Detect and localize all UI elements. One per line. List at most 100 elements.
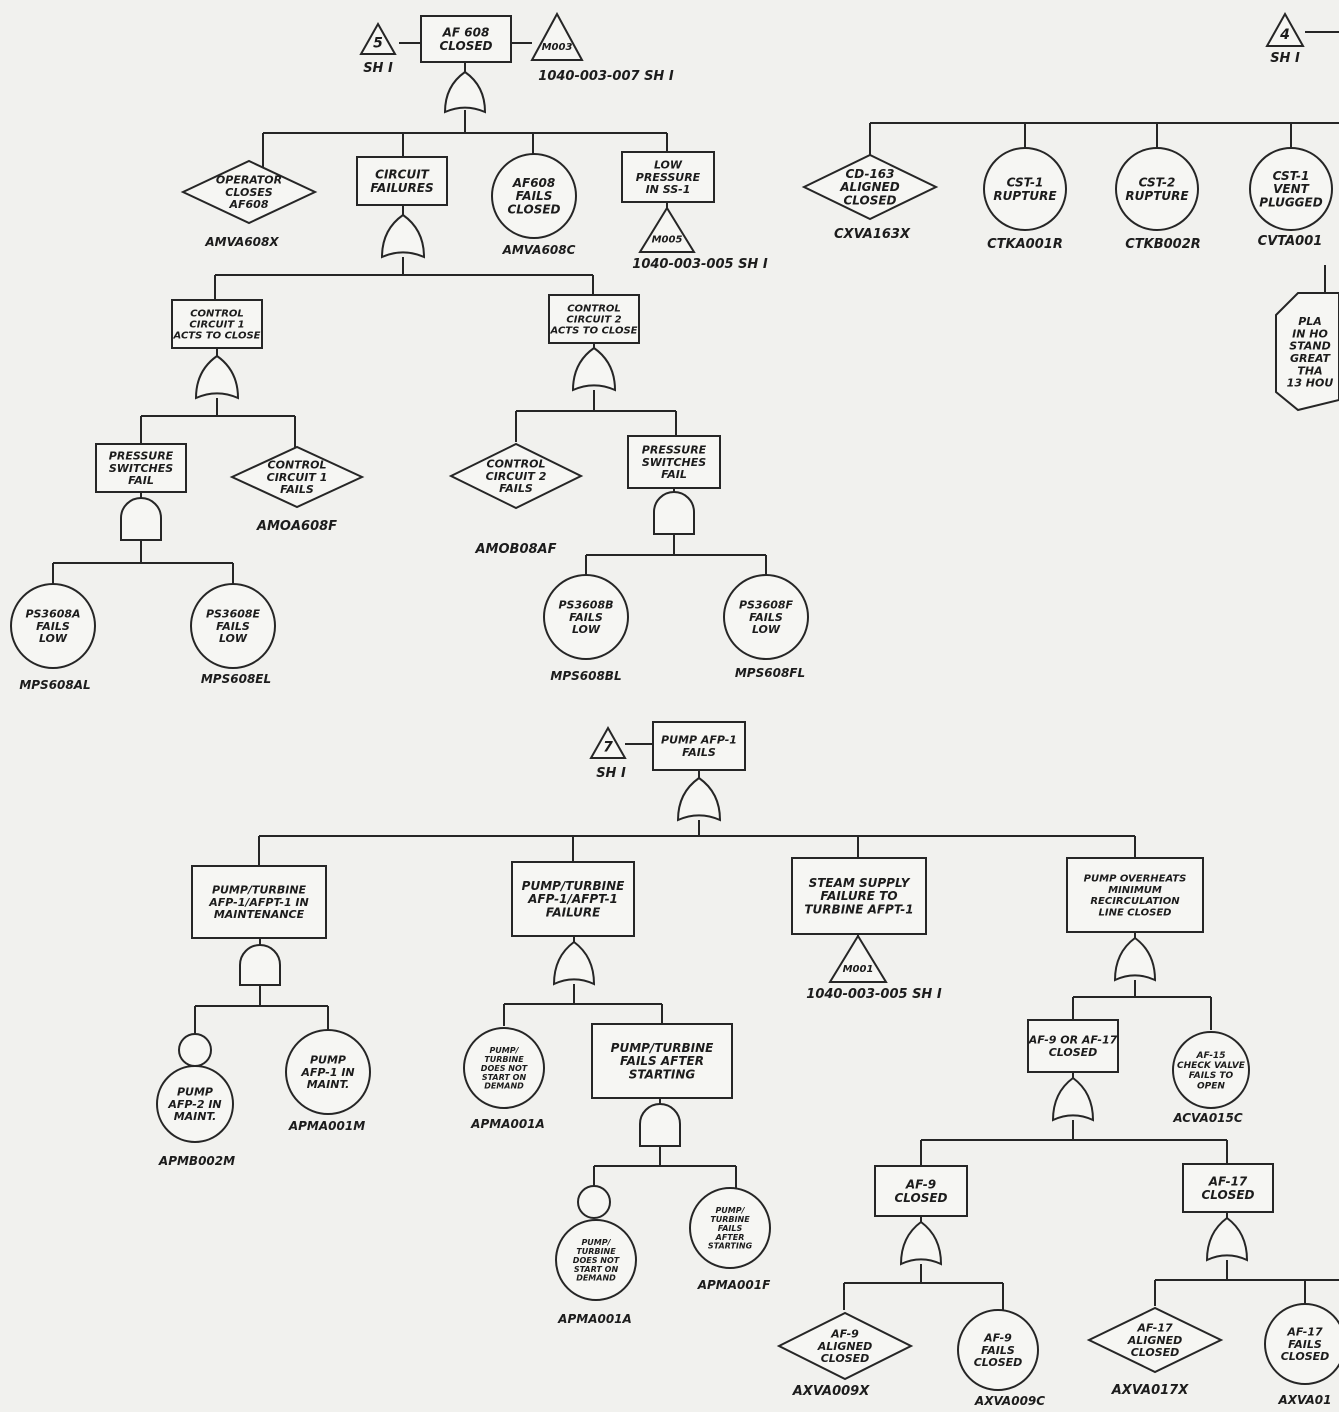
or-gate (676, 776, 722, 822)
event-pump-turbine-does-not-start-line: START ON (482, 1073, 527, 1082)
event-af9-fails-closed-line: FAILS (981, 1344, 1015, 1357)
event-pump-turbine-does-not-start-line: PUMP/ (581, 1238, 611, 1247)
event-code-label: APMA001M (288, 1119, 365, 1133)
event-circuit-failures (356, 156, 448, 206)
event-low-pressure-ss1-line: IN SS-1 (646, 183, 691, 196)
transfer-out-triangle (828, 934, 888, 983)
event-pump-afp1-in-maint-line: MAINT. (307, 1078, 350, 1091)
transfer-in-triangle-label: 7 (603, 739, 613, 755)
transfer-in-triangle (359, 21, 397, 55)
event-control-circuit-2-fails-line: FAILS (499, 482, 533, 495)
event-af17-aligned-closed-line: ALIGNED (1127, 1334, 1183, 1347)
event-pump-turbine-fails-after-starting-basic-line: PUMP/ (715, 1206, 745, 1215)
or-gate (552, 940, 596, 986)
or-gate (571, 346, 617, 392)
event-ps3608f-fails-low-line: FAILS (749, 611, 783, 624)
top-event-af608-closed-line: AF 608 (442, 25, 490, 39)
event-ps3608a-fails-low (10, 583, 96, 669)
event-cd163-aligned-closed-line: ALIGNED (839, 180, 899, 194)
event-code-label: AMVA608X (204, 235, 279, 249)
event-code-label: ACVA015C (1172, 1111, 1243, 1125)
event-ps3608f-fails-low-line: LOW (752, 623, 781, 636)
event-ps3608a-fails-low-line: PS3608A (25, 608, 80, 621)
event-plant-in-hot-standby-line: IN HO (1292, 327, 1328, 340)
event-code-label: AXVA017X (1111, 1383, 1189, 1398)
event-ps3608b-fails-low-line: LOW (572, 623, 601, 636)
event-ps3608b-fails-low-line: FAILS (569, 611, 603, 624)
transfer-reference-label: 1040-003-005 SH I (806, 987, 942, 1002)
event-plant-in-hot-standby-line: STAND (1289, 340, 1330, 353)
transfer-sheet-label: SH I (1270, 51, 1300, 66)
event-cst1-vent-plugged-line: PLUGGED (1259, 196, 1322, 210)
event-pump-afp1-in-maint (285, 1029, 371, 1115)
event-af17-aligned-closed (1086, 1306, 1224, 1374)
top-event-af608-closed (420, 15, 512, 63)
event-code-label: MPS608FL (735, 666, 805, 680)
and-gate (120, 497, 162, 541)
event-cst2-rupture-line: RUPTURE (1125, 189, 1189, 203)
event-pump-turbine-does-not-start-line: DEMAND (484, 1082, 524, 1091)
event-control-circuit-1-fails-line: CIRCUIT 1 (267, 471, 328, 484)
event-af9-aligned-closed-line: AF-9 (830, 1328, 859, 1341)
event-code-label: MPS608EL (201, 672, 271, 686)
or-gate (1205, 1216, 1249, 1262)
event-pump-turbine-fails-after-starting-basic-line: TURBINE (710, 1215, 750, 1224)
event-pump-afp2-in-maint-line: AFP-2 IN (167, 1098, 221, 1111)
event-low-pressure-ss1-line: LOW (654, 159, 683, 172)
event-code-label: AXVA01 (1278, 1393, 1332, 1407)
transfer-sheet-label: SH I (363, 61, 393, 76)
house-event-circle (178, 1033, 212, 1067)
event-pump-turbine-does-not-start-line: TURBINE (576, 1247, 616, 1256)
event-code-label: APMA001A (557, 1312, 632, 1326)
or-gate (443, 70, 487, 114)
event-af17-closed-line: CLOSED (1201, 1188, 1254, 1202)
top-event-pump-afp1-fails (652, 721, 746, 771)
event-ps3608f-fails-low (723, 574, 809, 660)
event-af9-or-af17-closed-line: AF-9 OR AF-17 (1028, 1034, 1118, 1047)
event-control-circuit-1-fails (229, 445, 365, 509)
event-pressure-switches-fail-line: PRESSURE (642, 444, 707, 457)
event-code-label: MPS608AL (19, 678, 90, 692)
event-af15-check-valve-fails-line: FAILS TO (1189, 1071, 1234, 1081)
event-pump-turbine-does-not-start (555, 1219, 637, 1301)
event-control-circuit-1-line: CONTROL (190, 308, 244, 319)
event-af15-check-valve-fails-line: AF-15 (1196, 1051, 1226, 1061)
event-pump-turbine-failure-line: FAILURE (546, 906, 601, 920)
event-af608-fails-closed-line: FAILS (516, 189, 553, 203)
event-af608-fails-closed-line: CLOSED (507, 203, 560, 217)
event-code-label: CXVA163X (834, 227, 911, 242)
event-ps3608a-fails-low-line: LOW (39, 632, 68, 645)
event-af17-aligned-closed-line: AF-17 (1136, 1322, 1173, 1335)
event-pump-overheats-min-recirc-line: MINIMUM (1108, 885, 1162, 896)
event-pump-turbine-fails-after-starting-basic-line: AFTER (715, 1233, 745, 1242)
event-cst1-vent-plugged-line: VENT (1273, 182, 1310, 196)
event-af9-or-af17-closed-line: CLOSED (1049, 1046, 1098, 1059)
transfer-in-triangle (1265, 11, 1305, 47)
event-pump-turbine-fails-after-starting-line: PUMP/TURBINE (611, 1041, 714, 1055)
event-pump-turbine-in-maintenance (191, 865, 327, 939)
event-cst1-rupture (983, 147, 1067, 231)
transfer-out-triangle-label: M003 (542, 42, 573, 53)
event-pump-turbine-in-maintenance-line: AFP-1/AFPT-1 IN (208, 896, 308, 909)
event-control-circuit-2-fails-line: CONTROL (487, 458, 546, 471)
event-cd163-aligned-closed (801, 153, 939, 221)
event-pump-afp2-in-maint (156, 1065, 234, 1143)
event-pump-turbine-in-maintenance-line: PUMP/TURBINE (212, 884, 307, 897)
event-af9-aligned-closed-line: CLOSED (821, 1352, 870, 1365)
transfer-out-triangle-label: M005 (652, 234, 683, 245)
event-operator-closes-af608-line: AF608 (229, 198, 269, 211)
event-pump-turbine-fails-after-starting-basic (689, 1187, 771, 1269)
event-pump-turbine-does-not-start-line: DEMAND (576, 1274, 616, 1283)
event-af17-closed (1182, 1163, 1274, 1213)
event-circuit-failures-line: CIRCUIT (375, 167, 430, 181)
event-code-label: AXVA009C (974, 1394, 1045, 1408)
event-pump-afp1-in-maint-line: AFP-1 IN (300, 1066, 354, 1079)
event-ps3608e-fails-low-line: PS3608E (206, 608, 261, 621)
event-cd163-aligned-closed-line: CLOSED (843, 194, 896, 208)
event-pressure-switches-fail-line: SWITCHES (109, 462, 173, 475)
event-pump-turbine-fails-after-starting-basic-line: FAILS (718, 1224, 743, 1233)
event-af17-fails-closed-line: FAILS (1288, 1338, 1322, 1351)
event-pump-turbine-does-not-start-line: START ON (574, 1265, 619, 1274)
event-af9-fails-closed-line: CLOSED (974, 1356, 1023, 1369)
and-gate (239, 944, 281, 986)
